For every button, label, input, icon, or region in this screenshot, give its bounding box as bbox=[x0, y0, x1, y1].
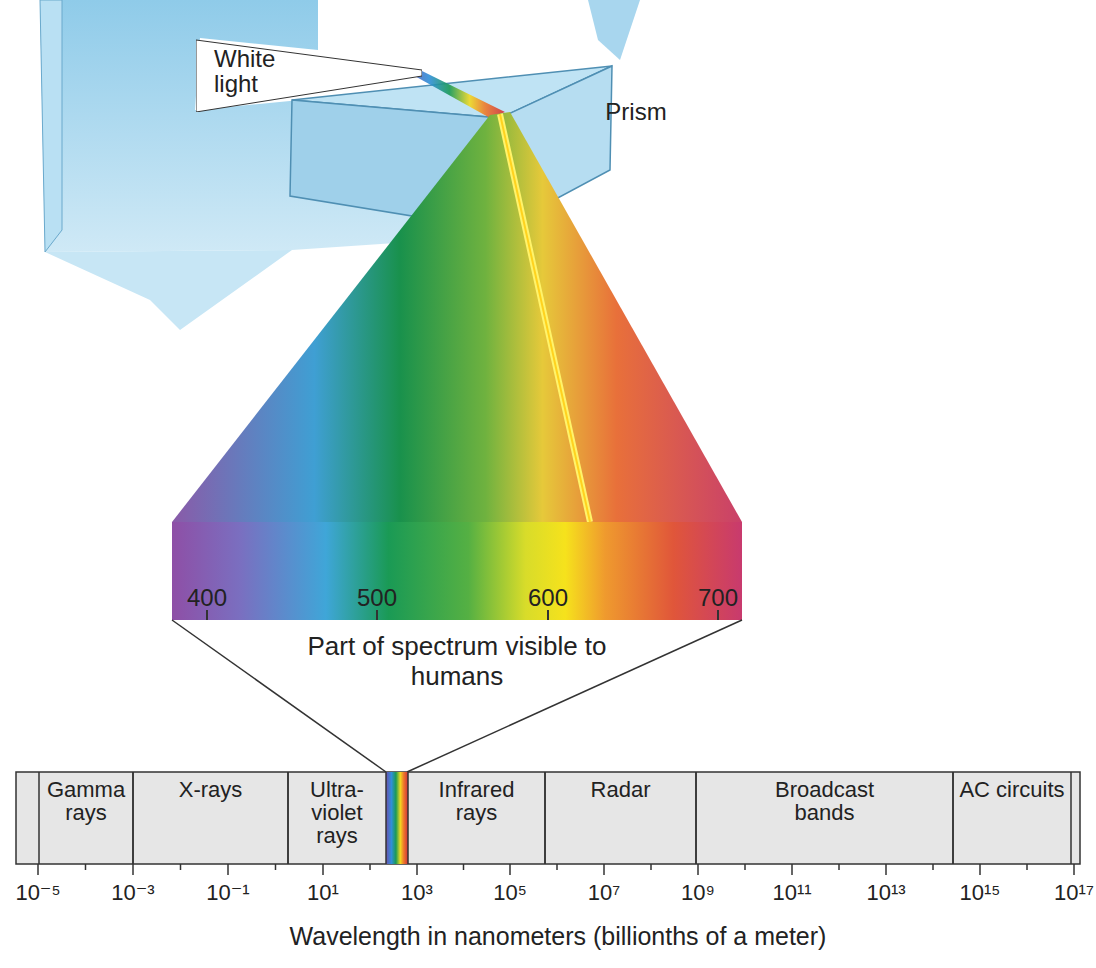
band-divider bbox=[287, 772, 289, 864]
band-label: Broadcast bands bbox=[765, 772, 885, 824]
spectrum-band: Gamma rays bbox=[39, 772, 133, 864]
band-label: X-rays bbox=[151, 772, 271, 801]
axis-tick-label: 10¹¹ bbox=[772, 880, 811, 905]
axis-tick bbox=[979, 864, 981, 875]
spectrum-band: AC circuits bbox=[953, 772, 1071, 864]
band-label: Gamma rays bbox=[39, 772, 133, 824]
wavelength-tick-label: 600 bbox=[528, 584, 568, 612]
band-divider bbox=[952, 772, 954, 864]
axis-tick-label: 10¹³ bbox=[866, 880, 905, 905]
axis-minor-tick bbox=[650, 864, 652, 870]
axis-tick-label: 10¹ bbox=[307, 880, 339, 905]
axis-tick bbox=[603, 864, 605, 875]
light-beam-panel: White light bbox=[196, 38, 422, 112]
axis-ticks bbox=[38, 864, 1074, 875]
band-label: AC circuits bbox=[953, 772, 1071, 801]
axis-tick bbox=[885, 864, 887, 875]
band-divider bbox=[132, 772, 134, 864]
axis-tick-label: 10⁷ bbox=[588, 880, 620, 905]
axis-tick bbox=[132, 864, 134, 875]
spectrum-band: X-rays bbox=[133, 772, 288, 864]
axis-minor-tick bbox=[932, 864, 934, 870]
axis-tick bbox=[791, 864, 793, 875]
band-divider bbox=[385, 772, 387, 864]
beam-label: White light bbox=[196, 38, 276, 96]
axis-tick-label: 10⁻¹ bbox=[206, 880, 249, 905]
band-label: Infrared rays bbox=[417, 772, 537, 824]
wavelength-tick-label: 400 bbox=[187, 584, 227, 612]
band-divider bbox=[407, 772, 409, 864]
axis-tick-label: 10⁻⁵ bbox=[15, 880, 60, 905]
spectrum-fan bbox=[172, 112, 742, 522]
axis-minor-tick bbox=[838, 864, 840, 870]
axis-minor-tick bbox=[1026, 864, 1028, 870]
axis-tick bbox=[37, 864, 39, 875]
axis-tick-label: 10⁵ bbox=[493, 880, 527, 905]
band-divider bbox=[544, 772, 546, 864]
axis-minor-tick bbox=[556, 864, 558, 870]
backdrop-side bbox=[40, 0, 62, 252]
yellow-ray bbox=[500, 114, 590, 522]
axis-tick bbox=[1073, 864, 1075, 875]
beam-in-prism bbox=[404, 70, 505, 118]
visible-strip bbox=[386, 772, 408, 864]
axis-tick-label: 10¹⁵ bbox=[960, 880, 1001, 905]
wavelength-tick-label: 500 bbox=[357, 584, 397, 612]
visible-spectrum-bar bbox=[172, 522, 742, 620]
axis-minor-tick bbox=[180, 864, 182, 870]
axis-tick bbox=[322, 864, 324, 875]
yellow-ray-core bbox=[500, 114, 590, 522]
axis-tick bbox=[227, 864, 229, 875]
axis-tick-label: 10³ bbox=[401, 880, 433, 905]
axis-minor-tick bbox=[463, 864, 465, 870]
band-label: Radar bbox=[561, 772, 681, 801]
axis-minor-tick bbox=[275, 864, 277, 870]
axis-tick bbox=[509, 864, 511, 875]
axis-minor-tick bbox=[369, 864, 371, 870]
axis-tick-label: 10¹⁷ bbox=[1054, 880, 1094, 905]
axis-tick-label: 10⁻³ bbox=[111, 880, 154, 905]
axis-tick bbox=[697, 864, 699, 875]
visible-range-caption: Part of spectrum visible to humans bbox=[267, 632, 647, 692]
prism-label: Prism bbox=[605, 98, 666, 126]
band-divider bbox=[287, 772, 289, 864]
axis-minor-tick bbox=[744, 864, 746, 870]
band-divider bbox=[132, 772, 134, 864]
band-divider bbox=[695, 772, 697, 864]
wavelength-tick-label: 700 bbox=[698, 584, 738, 612]
band-divider bbox=[952, 772, 954, 864]
band-label: Ultra-violet rays bbox=[288, 772, 386, 847]
axis-tick bbox=[416, 864, 418, 875]
spectrum-band: Ultra-violet rays bbox=[288, 772, 386, 864]
band-divider bbox=[38, 772, 40, 864]
visible-ticks bbox=[207, 610, 718, 620]
backdrop-right bbox=[588, 0, 640, 60]
spectrum-band: Radar bbox=[545, 772, 696, 864]
band-divider bbox=[1070, 772, 1072, 864]
band-dividers bbox=[39, 772, 1071, 864]
backdrop-floor bbox=[45, 250, 292, 330]
axis-minor-tick bbox=[85, 864, 87, 870]
axis-title: Wavelength in nanometers (billionths of … bbox=[290, 922, 827, 951]
band-divider bbox=[695, 772, 697, 864]
spectrum-band: Infrared rays bbox=[408, 772, 545, 864]
spectrum-bar-frame bbox=[16, 772, 1080, 864]
axis-tick-label: 10⁹ bbox=[681, 880, 715, 905]
spectrum-band: Broadcast bands bbox=[696, 772, 953, 864]
band-divider bbox=[544, 772, 546, 864]
